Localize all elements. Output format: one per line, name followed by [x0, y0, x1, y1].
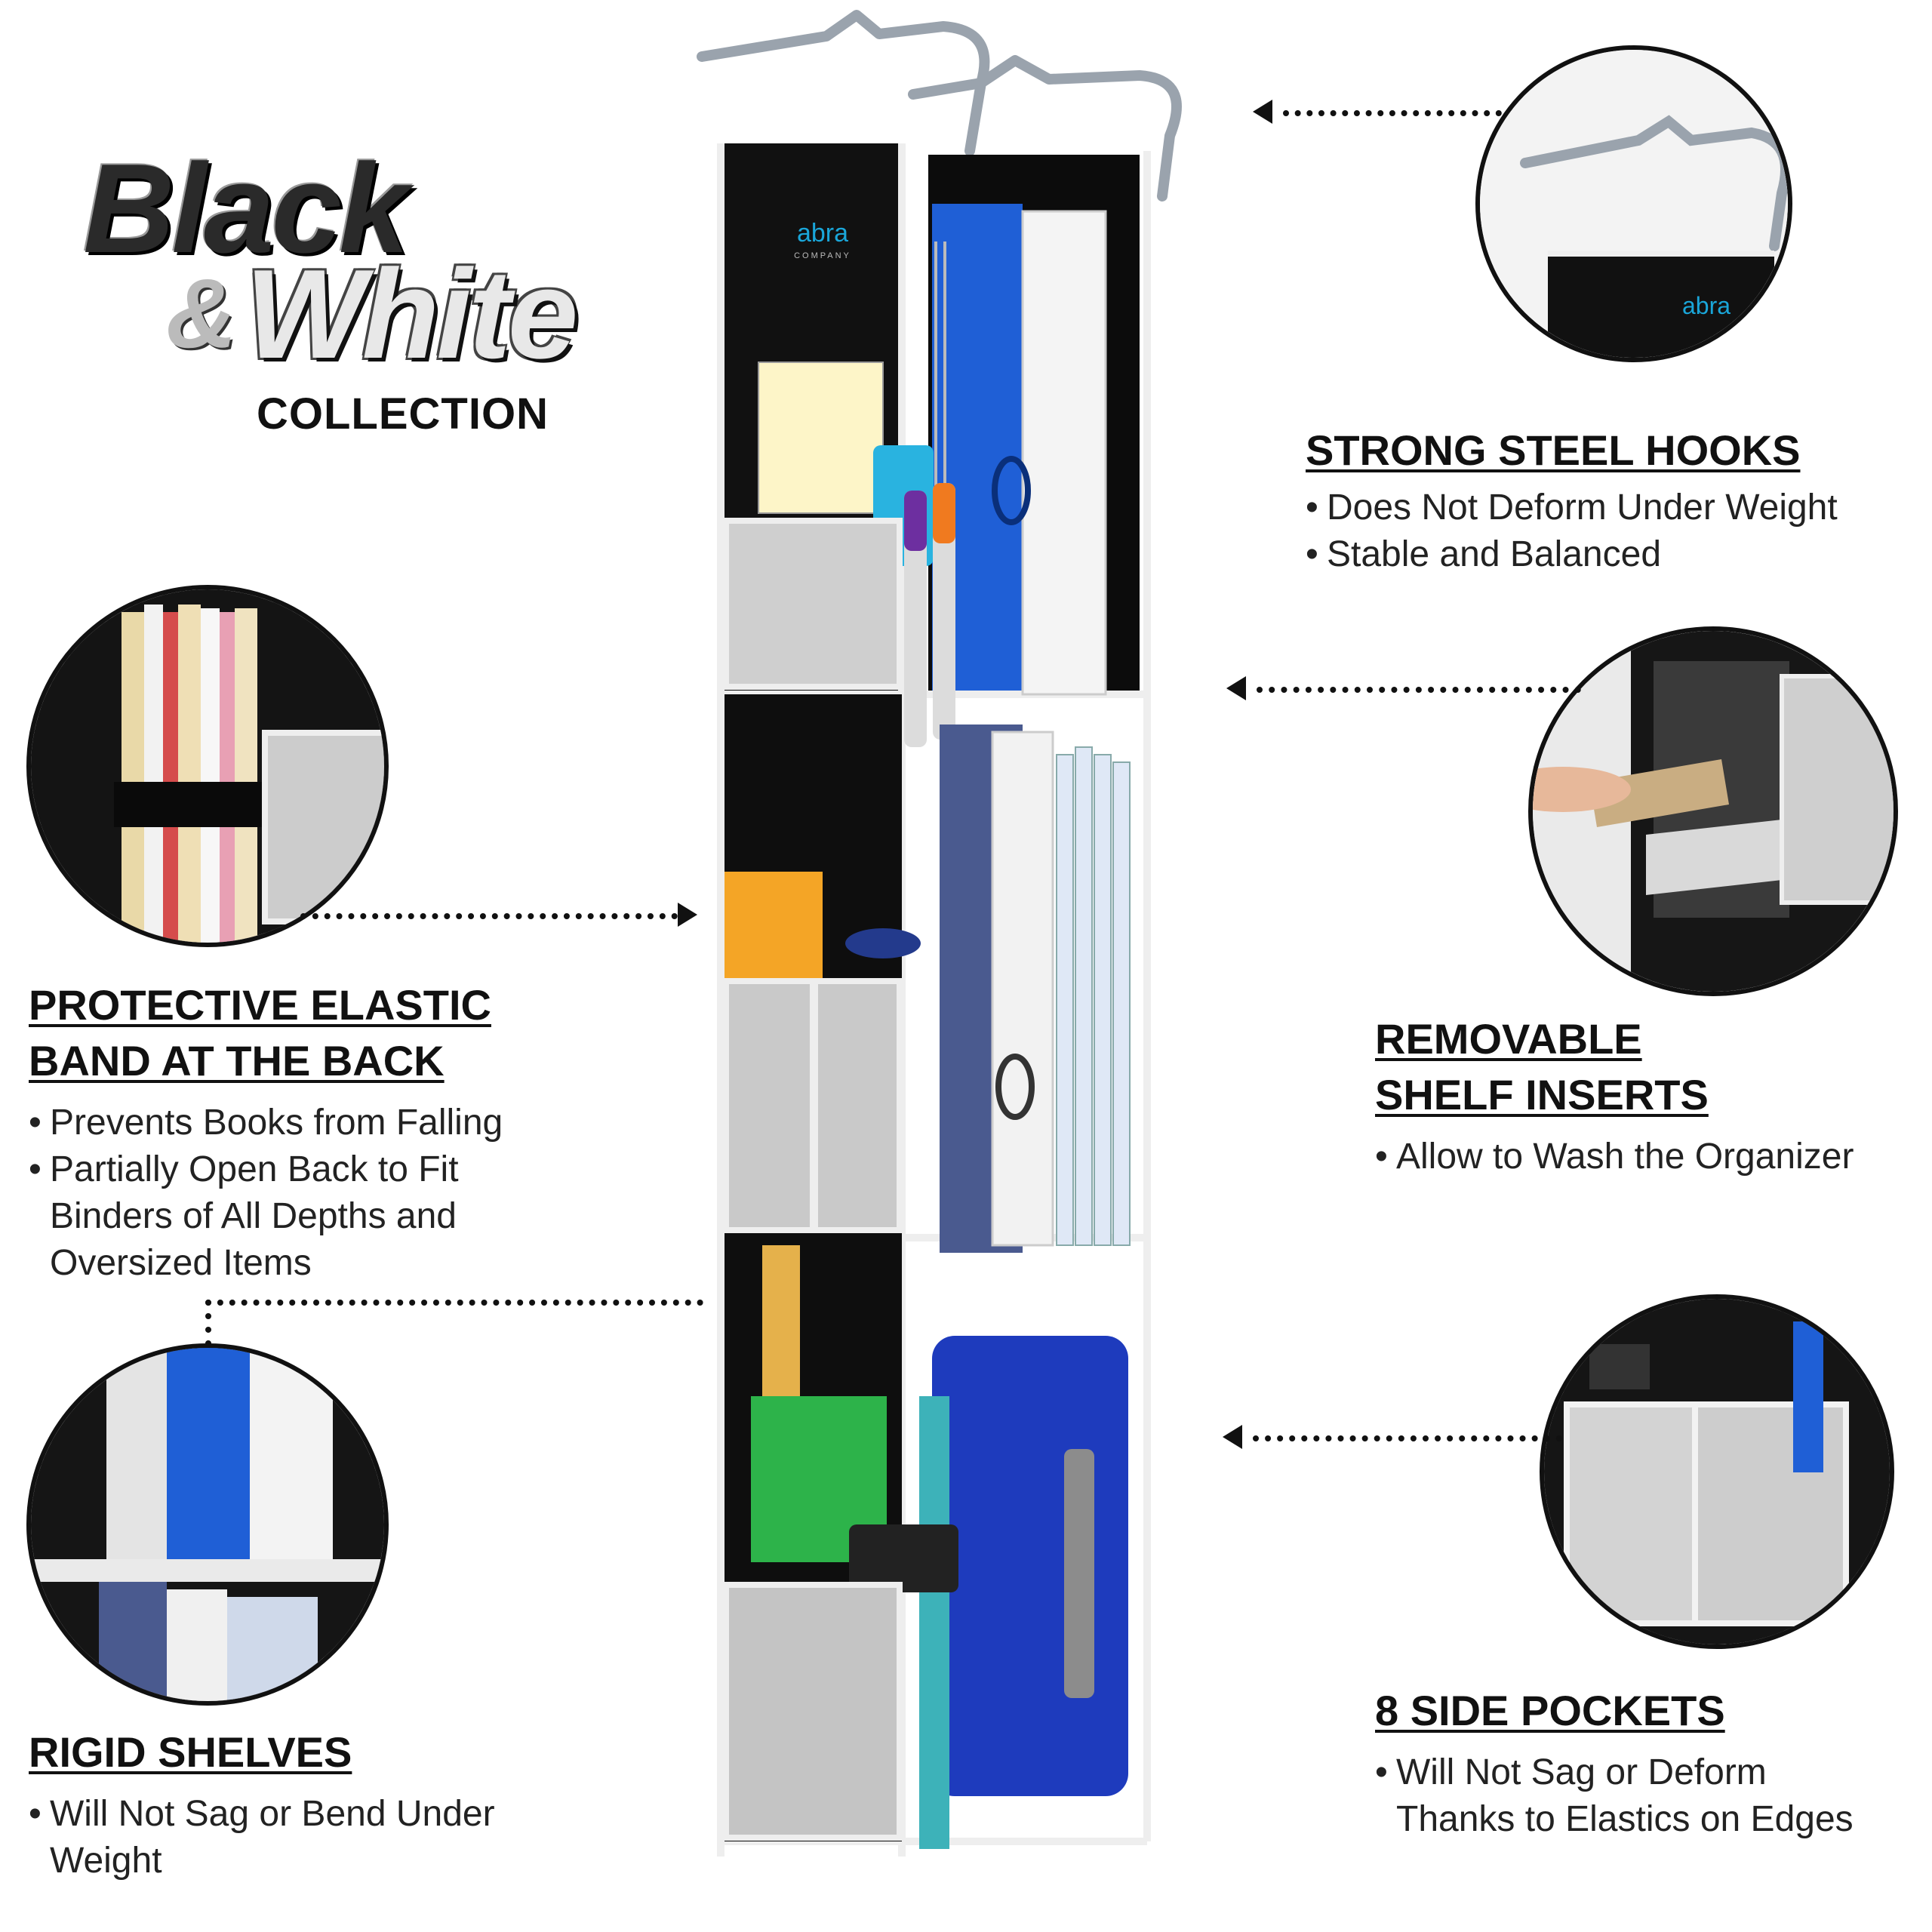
- detail-circle-pockets: [1540, 1294, 1894, 1649]
- arrow-inserts: [1226, 676, 1246, 700]
- bullet-item: •Allow to Wash the Organizer: [1375, 1137, 1854, 1177]
- brand-logo: Black & White COLLECTION: [83, 128, 657, 445]
- feature-elastic-title-2: BAND AT THE BACK: [29, 1037, 445, 1084]
- mesh-pocket-mid-right: [812, 978, 903, 1233]
- abra-logo: abra: [797, 219, 848, 248]
- bullet-item: •Does Not Deform Under Weight: [1306, 488, 1838, 528]
- feature-hooks: STRONG STEEL HOOKS •Does Not Deform Unde…: [1306, 423, 1838, 578]
- arrow-elastic: [678, 903, 697, 927]
- rigid-shelf-detail-icon: [31, 1348, 384, 1701]
- lunch-box: [932, 1336, 1128, 1796]
- detail-circle-shelves: [26, 1343, 389, 1706]
- elastic-band-detail-icon: [31, 589, 384, 943]
- elastic-band: [114, 782, 288, 827]
- brand-word-white: White: [245, 243, 578, 385]
- leader-elastic: [300, 913, 678, 919]
- brand-collection: COLLECTION: [257, 389, 549, 438]
- feature-elastic-title-1: PROTECTIVE ELASTIC: [29, 981, 491, 1029]
- mesh-pocket-top: [723, 518, 903, 690]
- leader-shelves: [205, 1300, 703, 1306]
- bullet-item: •Prevents Books from Falling: [29, 1103, 503, 1143]
- cardboard-insert: [1589, 759, 1729, 827]
- bullet-item: •Partially Open Back to Fit Binders of A…: [29, 1149, 459, 1283]
- feature-pockets: 8 SIDE POCKETS •Will Not Sag or Deform T…: [1375, 1683, 1854, 1843]
- arrow-hooks: [1253, 100, 1272, 124]
- arrow-pockets: [1223, 1425, 1242, 1449]
- feature-hooks-title: STRONG STEEL HOOKS: [1306, 426, 1801, 474]
- leader-pockets: [1253, 1435, 1562, 1441]
- leader-hooks: [1283, 110, 1502, 116]
- bullet-item: •Will Not Sag or Bend Under Weight: [29, 1794, 495, 1881]
- feature-shelves: RIGID SHELVES •Will Not Sag or Bend Unde…: [29, 1724, 495, 1884]
- detail-circle-elastic: [26, 585, 389, 947]
- feature-shelves-title: RIGID SHELVES: [29, 1728, 352, 1776]
- bullet-item: •Will Not Sag or Deform Thanks to Elasti…: [1375, 1752, 1854, 1839]
- detail-circle-inserts: [1528, 626, 1898, 996]
- shelf-insert-detail-icon: [1533, 631, 1894, 992]
- steel-hooks-icon: [697, 10, 1182, 202]
- bullet-item: •Stable and Balanced: [1306, 534, 1662, 574]
- svg-text:abra: abra: [1682, 292, 1730, 319]
- svg-text:COMPANY: COMPANY: [794, 251, 851, 260]
- feature-elastic: PROTECTIVE ELASTIC BAND AT THE BACK •Pre…: [29, 977, 503, 1287]
- mesh-pocket-bottom: [723, 1582, 903, 1841]
- rigid-shelf: [31, 1559, 384, 1582]
- hook-detail-icon: abra: [1480, 50, 1788, 358]
- feature-inserts: REMOVABLE SHELF INSERTS •Allow to Wash t…: [1375, 1011, 1854, 1180]
- leader-inserts: [1257, 687, 1581, 693]
- brand-ampersand: &: [166, 258, 237, 368]
- feature-pockets-title: 8 SIDE POCKETS: [1375, 1687, 1725, 1734]
- brand-word-black: Black: [83, 137, 409, 279]
- leader-shelves-vertical: [205, 1300, 211, 1346]
- feature-inserts-title-1: REMOVABLE: [1375, 1015, 1642, 1063]
- hanging-organizer-illustration: abra COMPANY: [697, 10, 1182, 1857]
- detail-circle-hooks: abra: [1475, 45, 1792, 362]
- mesh-pocket-mid-left: [723, 978, 816, 1233]
- feature-inserts-title-2: SHELF INSERTS: [1375, 1071, 1709, 1118]
- side-pocket-detail-icon: [1544, 1299, 1890, 1644]
